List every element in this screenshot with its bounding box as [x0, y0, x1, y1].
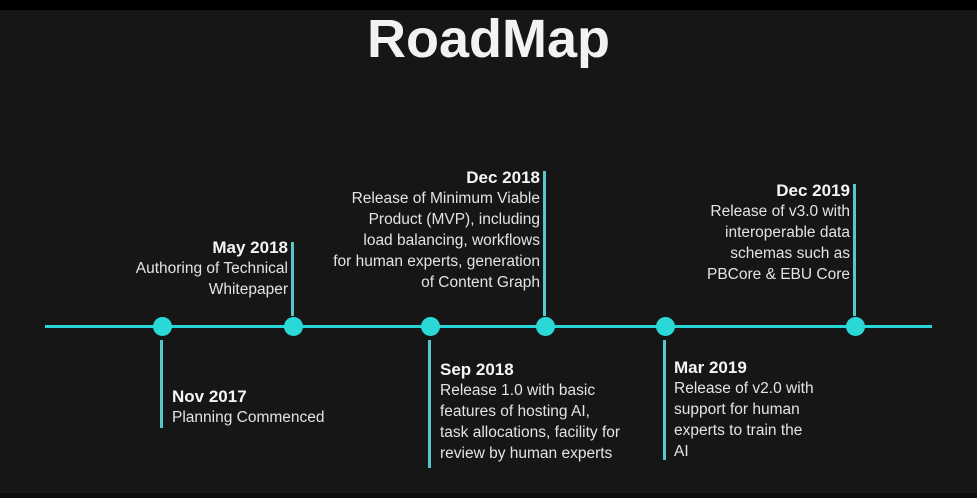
milestone-date: Nov 2017: [172, 387, 247, 406]
timeline-connector: [428, 340, 431, 468]
timeline-connector: [853, 184, 856, 316]
milestone-nov-2017: Nov 2017 Planning Commenced: [172, 387, 325, 428]
milestone-dec-2019: Dec 2019 Release of v3.0 with interopera…: [707, 181, 850, 285]
timeline-dot-nov-2017: [153, 317, 172, 336]
timeline-dot-may-2018: [284, 317, 303, 336]
timeline-connector: [543, 171, 546, 316]
milestone-description: Release of v2.0 with support for human e…: [674, 380, 814, 460]
milestone-sep-2018: Sep 2018 Release 1.0 with basic features…: [440, 360, 620, 464]
milestone-date: May 2018: [212, 238, 288, 257]
milestone-description: Planning Commenced: [172, 409, 325, 426]
milestone-mar-2019: Mar 2019 Release of v2.0 with support fo…: [674, 358, 814, 462]
timeline-connector: [291, 242, 294, 316]
timeline-dot-dec-2019: [846, 317, 865, 336]
milestone-dec-2018: Dec 2018 Release of Minimum Viable Produ…: [333, 168, 540, 293]
milestone-date: Dec 2019: [776, 181, 850, 200]
milestone-date: Mar 2019: [674, 358, 747, 377]
milestone-description: Release of v3.0 with interoperable data …: [707, 203, 850, 283]
milestone-description: Release of Minimum Viable Product (MVP),…: [333, 190, 540, 291]
bottom-black-bar: [0, 493, 977, 498]
timeline-connector: [160, 340, 163, 428]
timeline-dot-dec-2018: [536, 317, 555, 336]
milestone-date: Sep 2018: [440, 360, 514, 379]
timeline-dot-sep-2018: [421, 317, 440, 336]
milestone-date: Dec 2018: [466, 168, 540, 187]
milestone-description: Release 1.0 with basic features of hosti…: [440, 382, 621, 462]
timeline-connector: [663, 340, 666, 460]
top-black-bar: [0, 0, 977, 10]
timeline-dot-mar-2019: [656, 317, 675, 336]
milestone-may-2018: May 2018 Authoring of Technical Whitepap…: [136, 238, 288, 300]
milestone-description: Authoring of Technical Whitepaper: [135, 260, 288, 298]
timeline-axis: [45, 325, 932, 328]
page-title: RoadMap: [367, 9, 610, 69]
